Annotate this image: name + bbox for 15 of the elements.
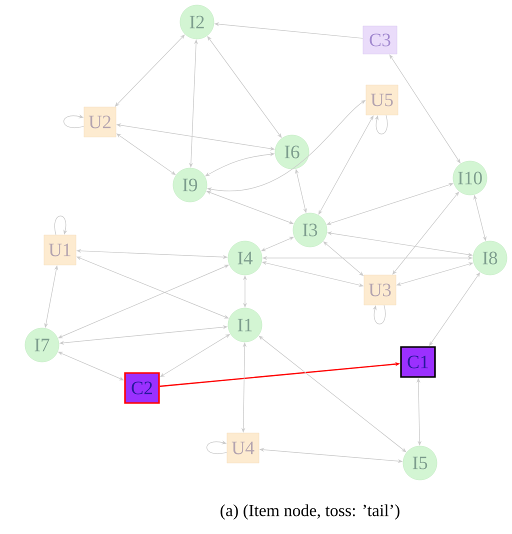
self-loop: [374, 114, 388, 134]
user-box: U2: [84, 106, 116, 138]
category-box: C3: [362, 26, 398, 54]
self-loop: [54, 216, 68, 236]
user-box: U5: [366, 84, 398, 116]
user-box: U4: [226, 432, 260, 464]
category-box: C2: [124, 372, 160, 404]
category-box: C1: [400, 346, 436, 378]
user-box: U1: [44, 234, 76, 266]
caption: (a) (Item node, toss: ’tail’): [220, 504, 400, 520]
self-loop: [63, 114, 84, 128]
self-loop: [206, 440, 228, 454]
self-loop: [372, 304, 386, 324]
user-box: U3: [364, 274, 396, 306]
arrow: [258, 336, 406, 452]
